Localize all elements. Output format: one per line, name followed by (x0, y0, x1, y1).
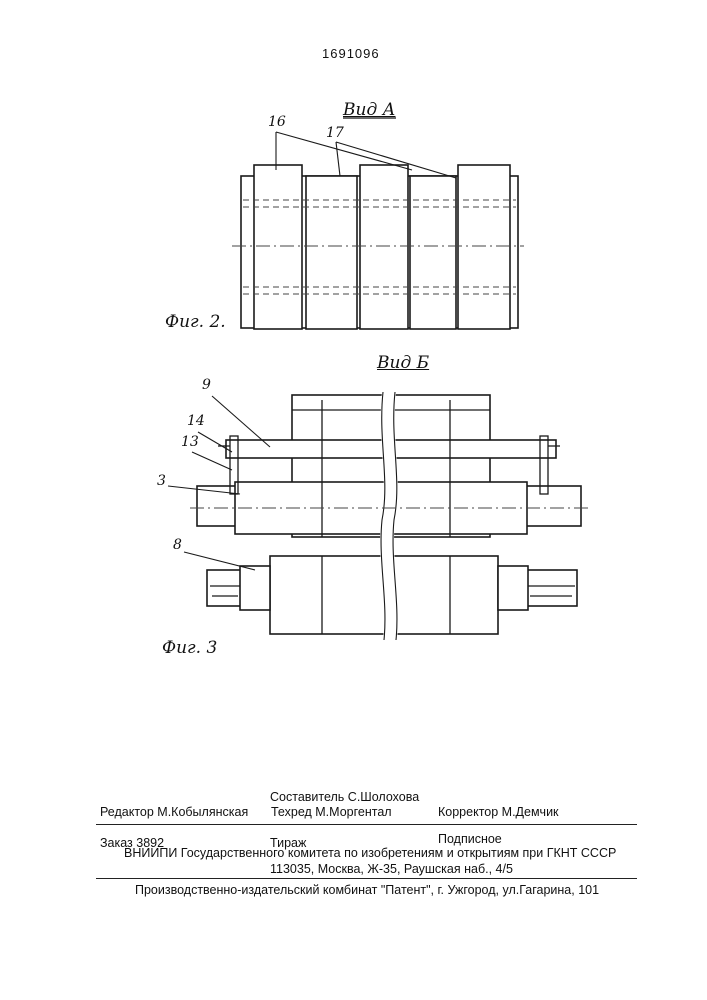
imprint-compiler: Составитель С.Шолохова (270, 790, 419, 804)
imprint-techred: Техред М.Моргентал (271, 805, 392, 819)
imprint-committee: ВНИИПИ Государственного комитета по изоб… (124, 846, 616, 860)
imprint-subscription: Подписное (438, 832, 502, 846)
imprint-address: 113035, Москва, Ж-35, Раушская наб., 4/5 (270, 862, 513, 876)
imprint-rule-2 (96, 878, 637, 879)
imprint-corrector: Корректор М.Демчик (438, 805, 559, 819)
imprint-publisher: Производственно-издательский комбинат "П… (135, 883, 599, 897)
imprint-rule-1 (96, 824, 637, 825)
imprint-editor: Редактор М.Кобылянская (100, 805, 248, 819)
